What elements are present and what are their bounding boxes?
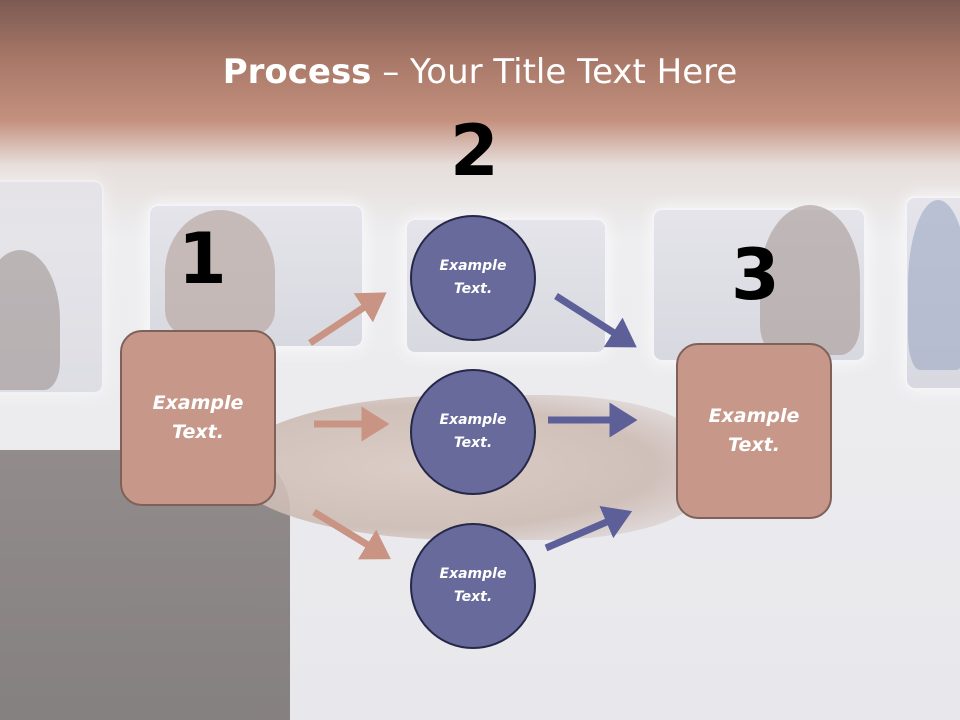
arrow-left-down — [312, 509, 391, 560]
arrow-right-up — [544, 506, 633, 552]
person-3 — [760, 205, 860, 355]
step-number-1: 1 — [178, 218, 227, 300]
person-far-right — [908, 200, 960, 370]
circle-middle-line2: Text. — [453, 435, 493, 451]
title-bold: Process — [222, 52, 372, 92]
photo-panel-far-left — [0, 180, 104, 394]
circle-bottom-line2: Text. — [453, 589, 493, 605]
arrow-left-up — [308, 292, 387, 346]
person-far-left — [0, 250, 60, 390]
box-right-line2: Text. — [728, 434, 780, 456]
person-1 — [165, 210, 275, 335]
step-number-2: 2 — [450, 110, 499, 192]
circle-top-line2: Text. — [453, 281, 493, 297]
box-left-line2: Text. — [172, 421, 224, 443]
box-left-line1: Example — [152, 392, 244, 414]
title-rest: – Your Title Text Here — [371, 52, 738, 92]
circle-top-line1: Example — [439, 258, 507, 274]
circle-middle-line1: Example — [439, 412, 507, 428]
box-right-line1: Example — [708, 405, 800, 427]
step-number-3: 3 — [731, 234, 780, 316]
circle-bottom-line1: Example — [439, 566, 507, 582]
arrow-right-down — [554, 293, 637, 348]
slide-title: Process – Your Title Text Here — [0, 52, 960, 92]
